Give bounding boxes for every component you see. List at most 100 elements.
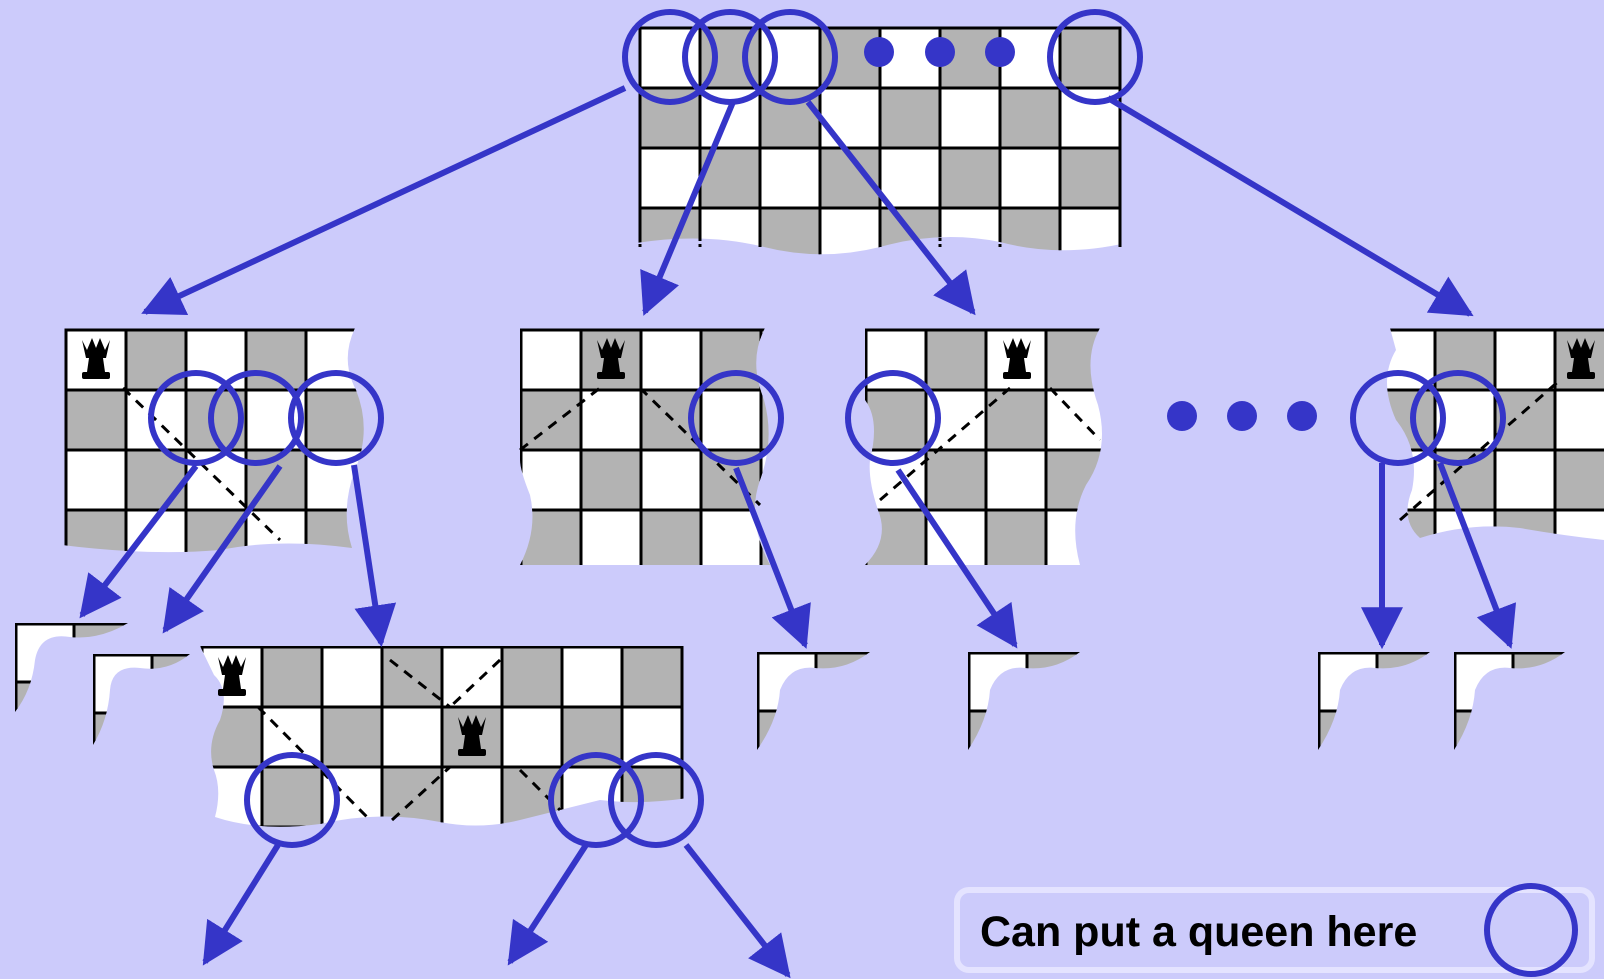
board-square [1060,148,1120,208]
queen-base [218,689,246,696]
queen-body [87,358,105,372]
board-square [761,390,821,450]
board-square [1000,208,1060,268]
board-square [442,767,502,827]
board-square [1027,653,1085,711]
board-square [1319,653,1377,711]
board-square [262,767,322,827]
board-square [581,510,641,570]
board-square [700,208,760,268]
ellipsis-dot [864,37,894,67]
board-square [66,450,126,510]
board-square [641,450,701,510]
board-square [866,390,926,450]
board-square [1000,88,1060,148]
ellipsis-dot [925,37,955,67]
board-square [641,330,701,390]
board-square [581,390,641,450]
board-square [322,707,382,767]
board-square [1495,330,1555,390]
arrow [1108,98,1470,314]
board-square [94,713,152,771]
board-fragment-6 [1455,653,1571,769]
board-fragment-3 [758,653,874,769]
board-square [816,711,874,769]
board-square [880,148,940,208]
board-square [760,148,820,208]
board-square [926,450,986,510]
board-square [758,711,816,769]
board-square [262,647,322,707]
legend-label: Can put a queen here [980,908,1417,956]
arrow [205,845,278,962]
board-square [1495,510,1555,570]
board-square [521,330,581,390]
board-square [94,655,152,713]
board-square [880,88,940,148]
board-square [502,707,562,767]
ellipsis-dot [985,37,1015,67]
board-square [820,88,880,148]
board-square [382,707,442,767]
board-square [940,88,1000,148]
board-square [1435,510,1495,570]
board-square [382,767,442,827]
board-square [66,390,126,450]
board-square [1046,510,1106,570]
board-square [816,653,874,711]
board-square [1106,510,1166,570]
board-queen-col-2 [521,330,821,570]
board-square [820,208,880,268]
board-square [581,450,641,510]
board-square [866,510,926,570]
board-square [1106,330,1166,390]
board-square [969,711,1027,769]
queen-base [82,372,110,379]
legend: Can put a queen here [957,886,1592,974]
board-square [760,208,820,268]
board-square [986,450,1046,510]
board-square [1000,148,1060,208]
ellipsis-dot [1167,401,1197,431]
queen-body [1008,358,1026,372]
board-square [1555,510,1604,570]
board-square [1319,711,1377,769]
queen-body [463,735,481,749]
circle-icon [1487,886,1575,974]
board-fragment-5 [1319,653,1435,769]
board-fragment-4 [969,653,1085,769]
board-square [641,510,701,570]
board-square [502,647,562,707]
board-square [761,450,821,510]
board-square [1513,653,1571,711]
board-square [562,647,622,707]
board-square [521,390,581,450]
board-square [306,390,366,450]
arrow [510,845,586,962]
board-square [940,148,1000,208]
board-square [701,510,761,570]
queen-base [1567,372,1595,379]
board-square [761,330,821,390]
board-square [1455,711,1513,769]
board-square [1513,711,1571,769]
board-square [926,330,986,390]
board-square [1555,450,1604,510]
board-square [1455,653,1513,711]
queen-base [458,749,486,756]
board-square [1375,390,1435,450]
board-square [1377,711,1435,769]
board-square [16,682,74,740]
board-square [758,653,816,711]
board-square [1046,390,1106,450]
queen-body [223,675,241,689]
queen-base [597,372,625,379]
board-square [1106,390,1166,450]
queen-base [1003,372,1031,379]
board-square [521,450,581,510]
arrow [145,88,625,312]
board-square [1555,390,1604,450]
board-square [622,647,682,707]
board-fragment-1 [16,624,132,740]
